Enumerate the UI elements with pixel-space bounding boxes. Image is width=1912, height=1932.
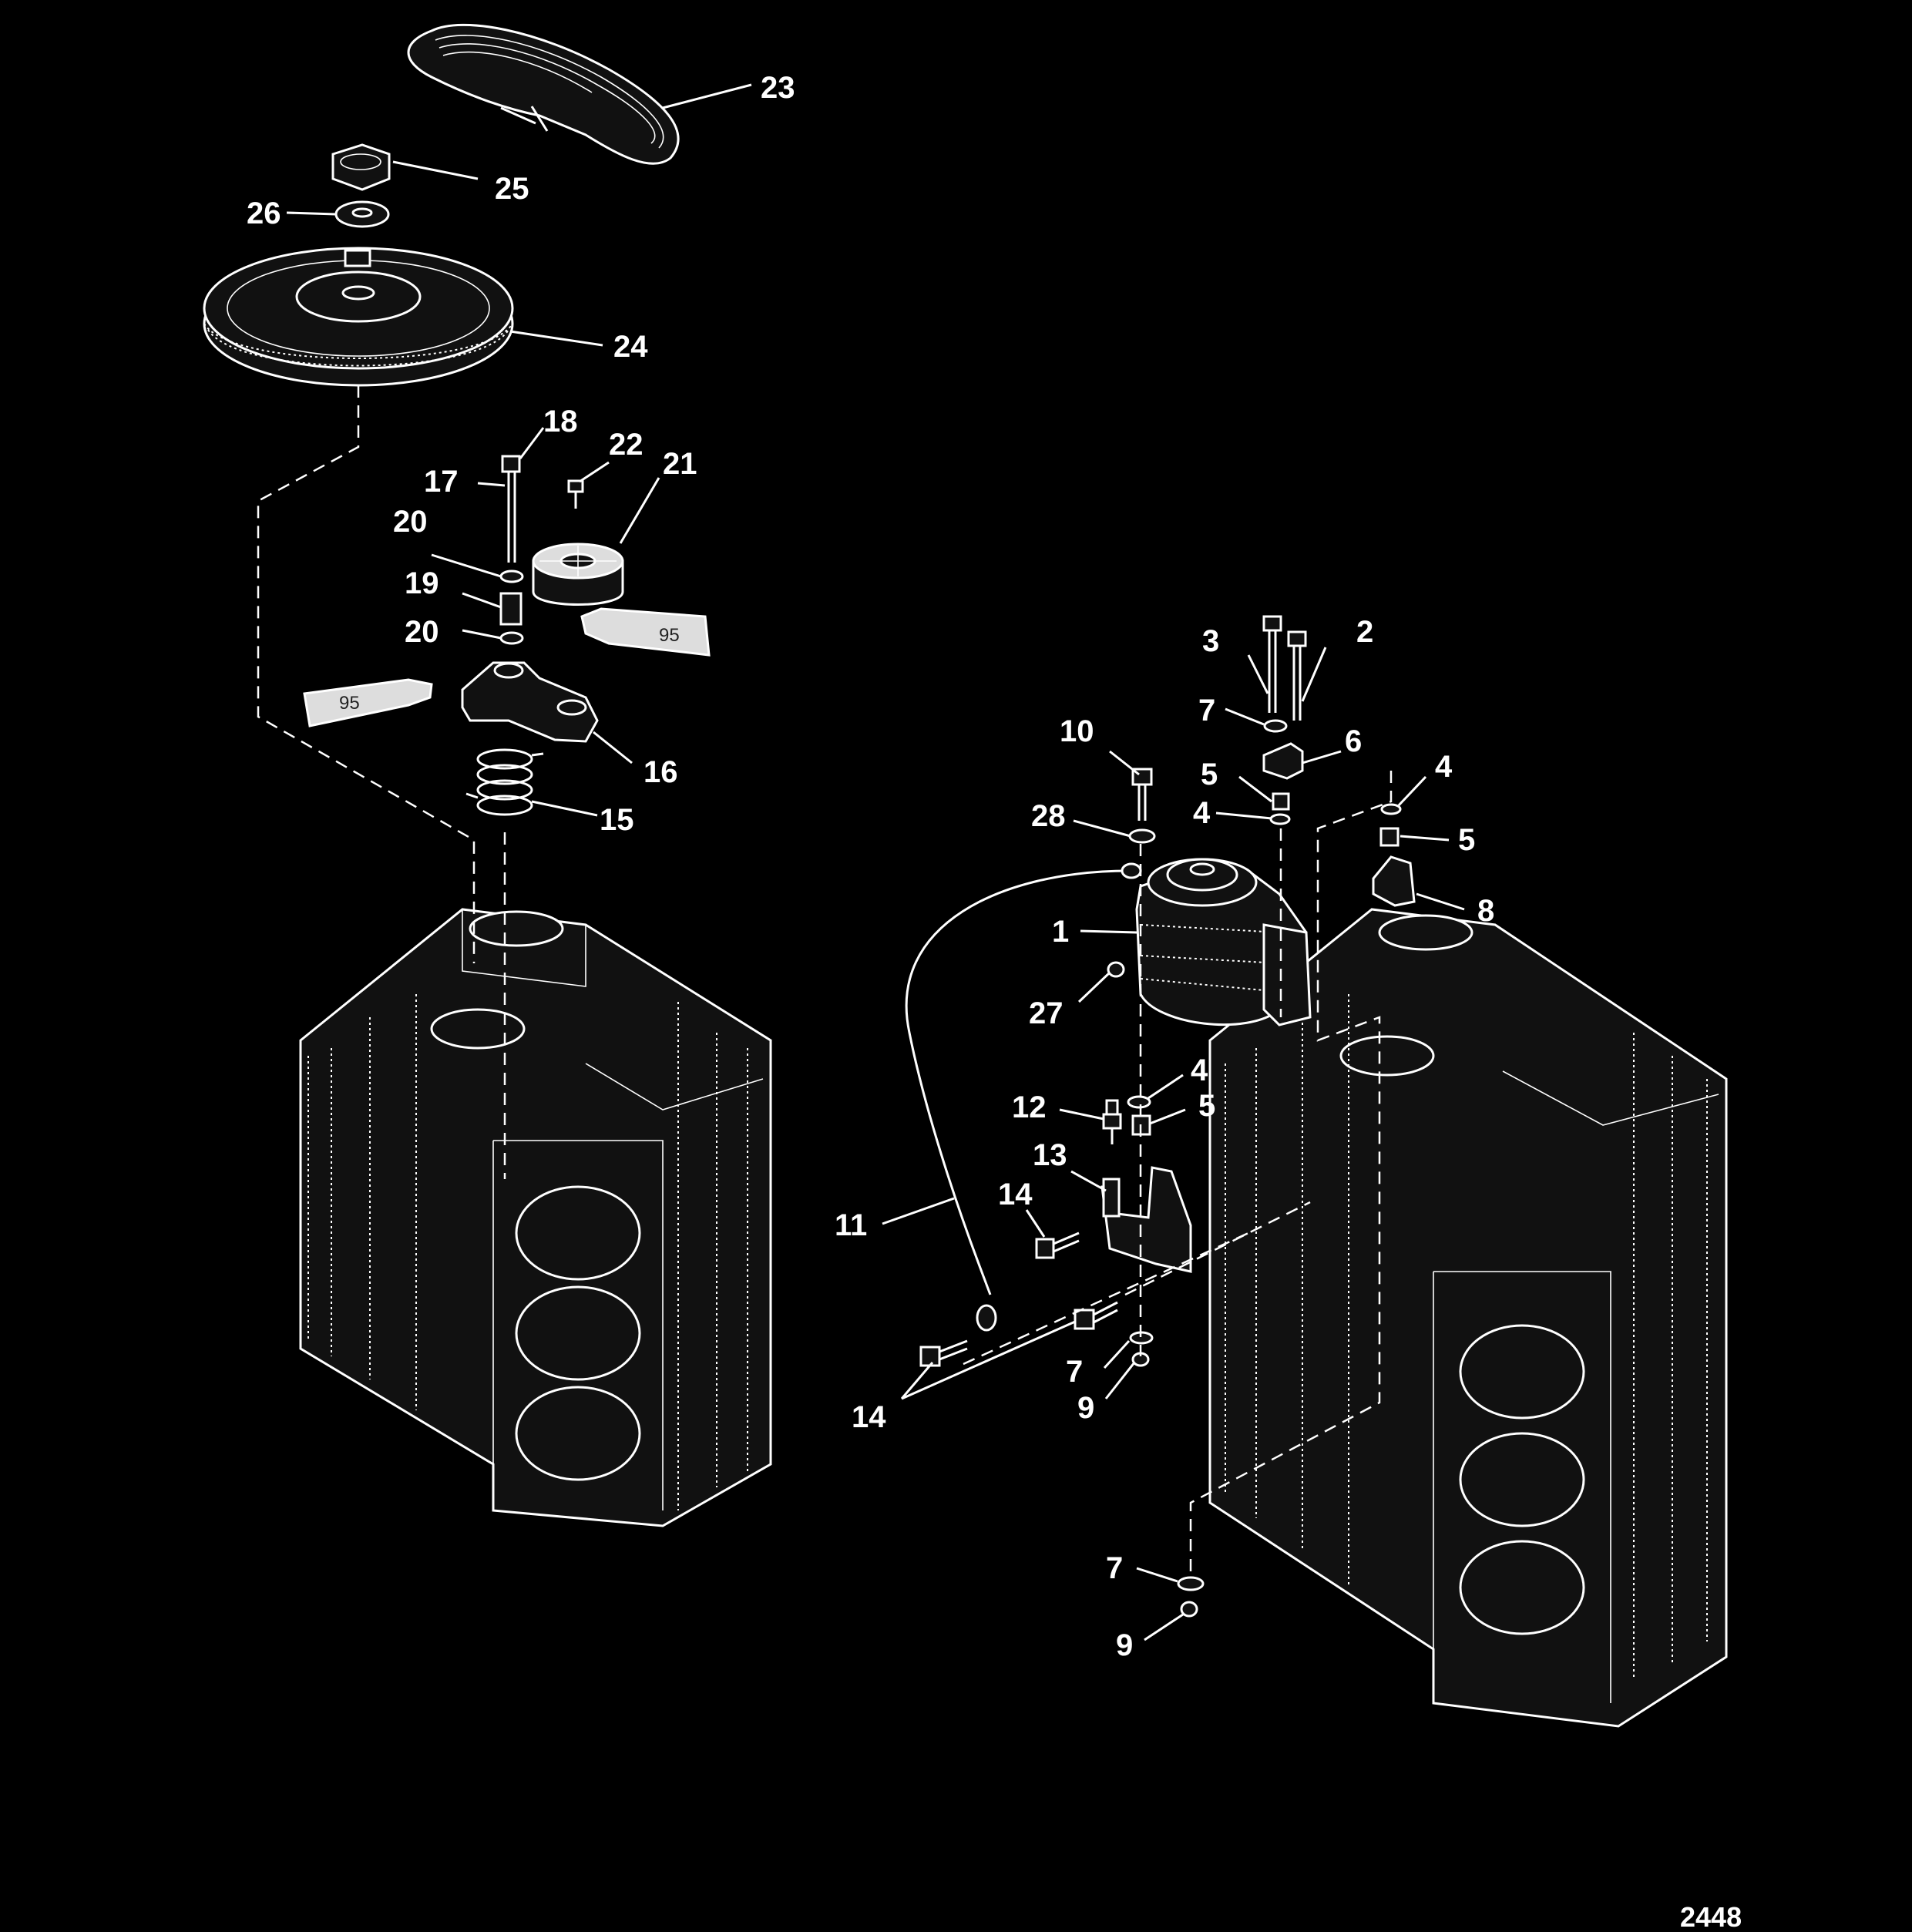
engine-block-icon (299, 908, 772, 1527)
sleeve-icon (1102, 1178, 1121, 1218)
washer-icon (1269, 813, 1291, 825)
bolt-icon (567, 479, 584, 509)
callout-7: 7 (1198, 694, 1215, 727)
bracket-icon (1372, 855, 1416, 907)
tensioner-icon (461, 661, 599, 743)
callout-5: 5 (1198, 1089, 1215, 1123)
callout-21: 21 (663, 447, 697, 481)
washer-icon (1380, 803, 1402, 815)
figure-id: 2448 (1680, 1901, 1742, 1932)
washer-icon (1128, 828, 1156, 844)
callout-10: 10 (1060, 714, 1094, 748)
callout-26: 26 (247, 197, 281, 230)
bolt-icon (1131, 768, 1153, 821)
bolt-icon (1035, 1231, 1080, 1259)
callout-7: 7 (1106, 1551, 1123, 1585)
bolt-icon (919, 1339, 968, 1367)
bolt-icon (1287, 630, 1307, 721)
sleeve-icon (1379, 827, 1400, 847)
ground-wire-icon (905, 862, 1142, 1332)
svg-text:95: 95 (339, 693, 360, 714)
washer-icon (334, 200, 390, 228)
callout-5: 5 (1201, 758, 1218, 791)
callout-6: 6 (1345, 724, 1362, 758)
callout-16: 16 (643, 755, 678, 789)
spring-icon (465, 748, 544, 816)
callout-5: 5 (1458, 823, 1475, 857)
washer-icon (1177, 1576, 1205, 1591)
belt-icon (407, 23, 680, 165)
nut-icon (331, 143, 391, 191)
bracket-icon (1262, 742, 1304, 780)
bolt-icon (1262, 615, 1282, 713)
sealant-tube-icon: 95 (580, 607, 711, 657)
callout-11: 11 (835, 1208, 867, 1242)
sleeve-icon (1272, 792, 1290, 811)
callout-4: 4 (1435, 750, 1453, 784)
washer-icon (1263, 719, 1288, 733)
callout-9: 9 (1116, 1628, 1133, 1662)
bolt-icon (1074, 1301, 1118, 1330)
sealant-tube-icon: 95 (303, 678, 433, 727)
callout-14: 14 (998, 1178, 1033, 1211)
callout-17: 17 (424, 465, 459, 499)
stud-assembly-icon (499, 455, 524, 645)
flywheel-icon (203, 247, 514, 387)
svg-text:95: 95 (659, 625, 680, 646)
callout-9: 9 (1077, 1391, 1094, 1425)
callout-23: 23 (761, 71, 795, 105)
callout-25: 25 (495, 172, 529, 206)
callout-3: 3 (1202, 624, 1219, 658)
stud-icon (1102, 1099, 1122, 1144)
callout-18: 18 (543, 405, 578, 438)
alternator-icon (1135, 858, 1312, 1026)
callout-4: 4 (1191, 1053, 1208, 1087)
callout-27: 27 (1029, 996, 1064, 1030)
callout-22: 22 (609, 428, 643, 462)
callout-20: 20 (393, 505, 428, 539)
engine-block-icon (1208, 908, 1728, 1728)
washer-icon (1127, 1095, 1151, 1109)
leader-lines (286, 83, 1465, 1641)
nut-icon (1107, 961, 1125, 978)
callout-8: 8 (1477, 894, 1494, 928)
callout-labels: 23 25 26 24 18 22 21 17 20 19 20 16 15 3… (247, 71, 1494, 1662)
callout-4: 4 (1193, 796, 1211, 830)
callout-12: 12 (1012, 1090, 1047, 1124)
callout-28: 28 (1031, 799, 1066, 833)
callout-20: 20 (405, 615, 439, 649)
callout-15: 15 (600, 803, 634, 837)
nut-icon (1180, 1601, 1198, 1618)
callout-19: 19 (405, 566, 439, 600)
alignment-lines (257, 385, 1393, 1576)
callout-1: 1 (1052, 915, 1069, 949)
callout-7: 7 (1066, 1355, 1083, 1389)
callout-2: 2 (1356, 615, 1373, 649)
callout-14: 14 (852, 1400, 886, 1434)
callout-24: 24 (613, 330, 648, 364)
callout-13: 13 (1033, 1138, 1067, 1172)
idler-pulley-icon (532, 543, 624, 606)
